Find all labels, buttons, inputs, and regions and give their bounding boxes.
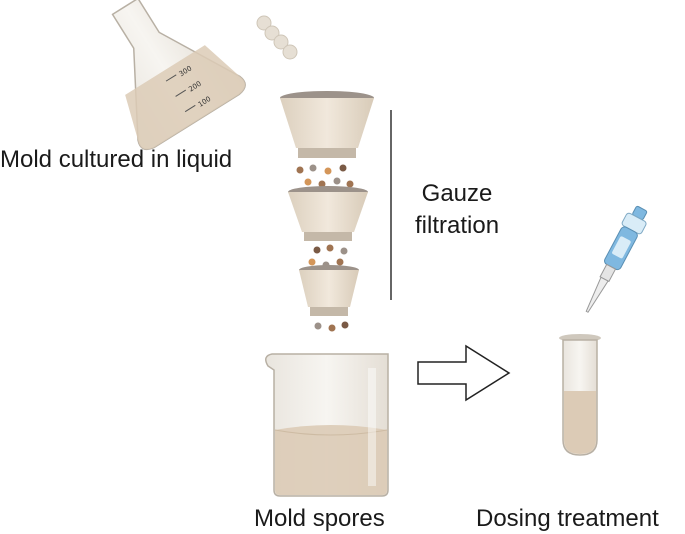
- label-dosing-treatment: Dosing treatment: [476, 505, 659, 532]
- label-gauze-line2: filtration: [415, 212, 500, 239]
- pipette-icon: [585, 205, 648, 313]
- test-tube-icon: [559, 334, 601, 456]
- pouring-droplets-icon: [256, 15, 298, 60]
- gauze-funnel-top-icon: [280, 91, 374, 158]
- beaker-icon: [265, 353, 389, 497]
- gauze-funnel-middle-icon: [288, 186, 368, 241]
- label-mold-cultured: Mold cultured in liquid: [0, 146, 233, 173]
- spore-particles-1: [296, 164, 354, 188]
- erlenmeyer-flask-icon: 300 200 100: [111, 0, 246, 151]
- label-mold-spores: Mold spores: [254, 505, 385, 532]
- label-gauze-line1: Gauze: [421, 180, 493, 207]
- label-gauze-filtration: Gauze filtration: [415, 178, 499, 242]
- spore-particles-3: [314, 321, 349, 332]
- gauze-funnel-bottom-icon: [299, 265, 359, 316]
- process-arrow-icon: [417, 344, 511, 402]
